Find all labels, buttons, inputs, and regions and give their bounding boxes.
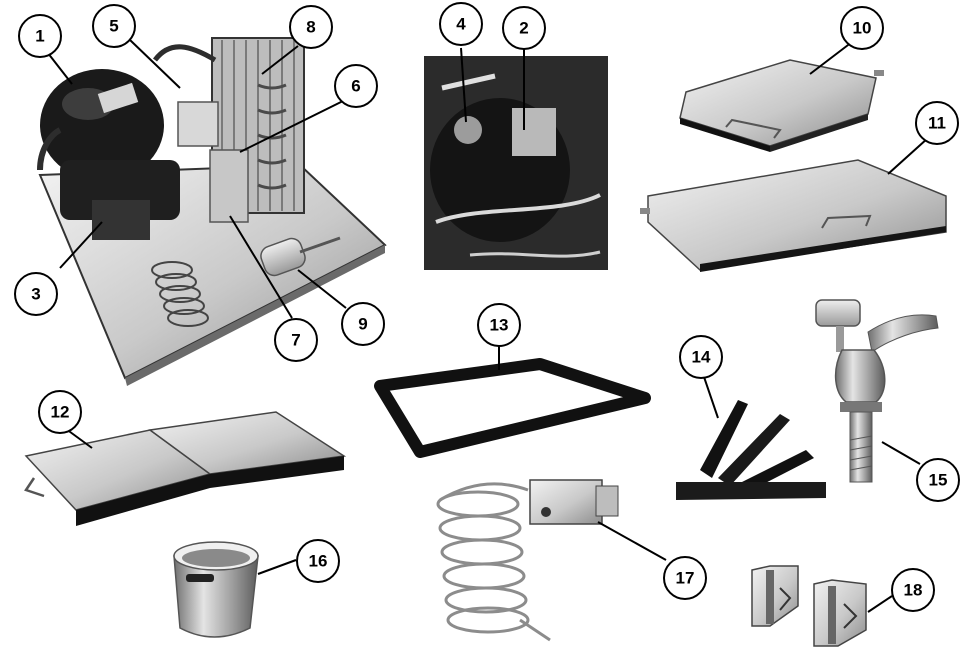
leader-16 (257, 559, 297, 575)
callout-4-number: 4 (456, 15, 466, 34)
faucet-illustration (815, 299, 939, 483)
callout-12: 12 (38, 390, 82, 434)
callout-11: 11 (915, 101, 959, 145)
leader-14 (702, 373, 719, 419)
callout-17: 17 (663, 556, 707, 600)
callout-5-number: 5 (109, 17, 118, 36)
callout-14-number: 14 (692, 348, 711, 367)
callout-8-number: 8 (306, 18, 315, 37)
callout-18-number: 18 (904, 581, 923, 600)
callout-9-number: 9 (358, 315, 367, 334)
leader-5 (129, 39, 181, 89)
door-gasket-illustration (374, 358, 651, 458)
leader-18 (867, 595, 893, 613)
callout-18: 18 (891, 568, 935, 612)
callout-16-number: 16 (309, 552, 328, 571)
small-lid-illustration (679, 59, 884, 152)
leader-7 (229, 215, 293, 319)
callout-8: 8 (289, 5, 333, 49)
callout-13: 13 (477, 303, 521, 347)
callout-15: 15 (916, 458, 960, 502)
compressor-closeup-photo (424, 56, 608, 270)
callout-3: 3 (14, 272, 58, 316)
hinges-illustration (751, 565, 867, 647)
split-lid-illustration (24, 411, 347, 526)
leader-11 (887, 137, 929, 175)
callout-2: 2 (502, 6, 546, 50)
callout-14: 14 (679, 335, 723, 379)
gasket-strips-illustration (676, 400, 826, 500)
condensing-unit-illustration (37, 37, 387, 386)
callout-4: 4 (439, 2, 483, 46)
callout-1-number: 1 (35, 27, 44, 46)
leader-4 (460, 47, 467, 123)
cylinder-cup-illustration (173, 541, 259, 638)
leader-15 (881, 441, 921, 465)
leader-3 (59, 221, 103, 269)
callout-1: 1 (18, 14, 62, 58)
callout-9: 9 (341, 302, 385, 346)
callout-11-number: 11 (928, 114, 946, 133)
callout-3-number: 3 (31, 285, 40, 304)
leader-17 (597, 521, 667, 561)
callout-6-number: 6 (351, 77, 360, 96)
large-lid-illustration (640, 159, 947, 272)
leader-10 (809, 41, 853, 75)
callout-2-number: 2 (519, 19, 528, 38)
callout-17-number: 17 (676, 569, 695, 588)
callout-5: 5 (92, 4, 136, 48)
callout-10-number: 10 (853, 19, 872, 38)
leader-lines (43, 39, 929, 613)
callout-16: 16 (296, 539, 340, 583)
callout-7: 7 (274, 318, 318, 362)
leader-8 (261, 45, 299, 75)
callout-7-number: 7 (291, 331, 300, 350)
leader-9 (297, 269, 347, 309)
thermostat-illustration (436, 479, 619, 642)
callout-15-number: 15 (929, 471, 948, 490)
callout-13-number: 13 (490, 316, 509, 335)
callout-10: 10 (840, 6, 884, 50)
leader-6 (239, 99, 346, 153)
callout-6: 6 (334, 64, 378, 108)
callout-12-number: 12 (51, 403, 70, 422)
